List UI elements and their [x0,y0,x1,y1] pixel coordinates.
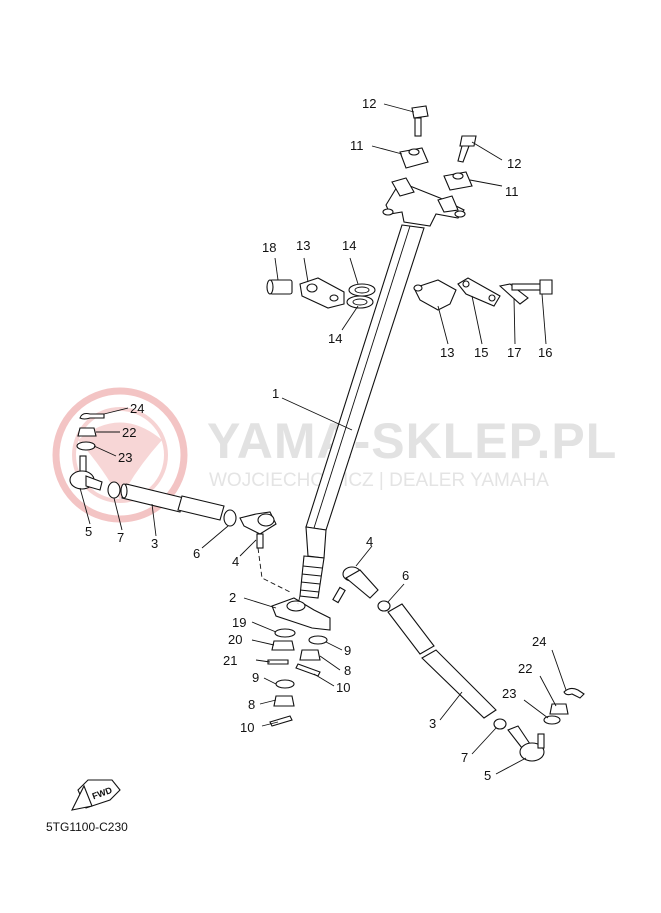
pitman-arm-2 [271,597,331,631]
callout-14-lower: 14 [328,331,342,346]
callout-9-left: 9 [252,670,259,685]
callout-19: 19 [232,615,246,630]
handlebar-bracket [382,177,466,227]
callout-14-upper: 14 [342,238,356,253]
tie-rod-3-right [387,603,497,719]
callout-4-left: 4 [232,554,239,569]
callout-4-right: 4 [366,534,373,549]
tie-rod-3-left [120,483,225,521]
callout-10-left: 10 [240,720,254,735]
diagram-code: 5TG1100-C230 [46,820,128,834]
nut-20 [271,640,295,651]
callout-16: 16 [538,345,552,360]
callout-2: 2 [229,590,236,605]
washer-9-lower [275,679,295,689]
callout-23-left: 23 [118,450,132,465]
seal-14-upper [348,283,376,297]
fwd-arrow-icon: FWD [71,779,121,811]
washer-19 [274,628,296,638]
callout-13-right: 13 [440,345,454,360]
callout-13-left: 13 [296,238,310,253]
washer-9-upper [308,635,328,645]
callout-20: 20 [228,632,242,647]
callout-6-left: 6 [193,546,200,561]
leader-lines [79,103,567,775]
callout-7-left: 7 [117,530,124,545]
plate-17 [498,283,529,305]
callout-8-left: 8 [248,697,255,712]
lock-nut-7-right [493,718,507,730]
tie-rod-end-5-right [507,725,545,762]
callout-labels: 12 11 12 11 18 13 14 14 13 15 17 16 1 24… [85,96,552,783]
callout-12-upper-right: 12 [507,156,521,171]
lock-nut-6-right [377,600,391,612]
handlebar-holder-right [443,171,473,191]
callout-5-left: 5 [85,524,92,539]
steering-column [299,224,425,599]
nut-8-lower [273,695,295,707]
callout-9-right: 9 [344,643,351,658]
seal-14-lower [346,295,374,309]
tie-rod-end-4-right [332,566,379,604]
cotter-pin-10-upper [295,663,321,677]
castle-nut-22-right [549,703,569,715]
bolt-left [411,105,429,137]
callout-11-upper-right: 11 [505,184,519,199]
cotter-pin-24-right [563,687,585,699]
handlebar-holder-left [399,147,429,169]
callout-24-right: 24 [532,634,546,649]
cotter-pin-10-lower [269,715,293,727]
assembly-line-column [297,595,301,605]
callout-10-right: 10 [336,680,350,695]
bushing-holder-left [299,277,345,309]
watermark-subtitle: WOJCIECHOWICZ | DEALER YAMAHA [209,470,549,491]
lock-plate-15 [457,277,501,307]
callout-12-upper-left: 12 [362,96,376,111]
callout-22-right: 22 [518,661,532,676]
assembly-line-left [257,547,291,593]
lock-nut-7-left [107,481,121,499]
watermark: YAMA-SKLEP.PL WOJCIECHOWICZ | DEALER YAM… [52,387,617,523]
callout-6-right: 6 [402,568,409,583]
collar-18 [266,279,293,295]
cotter-pin-24-left [79,412,105,420]
washer-23-left [76,441,96,451]
callout-23-right: 23 [502,686,516,701]
callout-17: 17 [507,345,521,360]
callout-21: 21 [223,653,237,668]
callout-18: 18 [262,240,276,255]
callout-3-left: 3 [151,536,158,551]
callout-8-right: 8 [344,663,351,678]
tie-rod-end-4-left [239,511,277,549]
watermark-title: YAMA-SKLEP.PL [207,413,617,469]
callout-15: 15 [474,345,488,360]
callout-1: 1 [272,386,279,401]
pin-21 [267,659,289,665]
tie-rod-end-5-left [69,455,103,491]
callout-11-upper-left: 11 [350,138,364,153]
callout-3-right: 3 [429,716,436,731]
bolt-16 [511,279,553,295]
bolt-right [457,135,477,163]
nut-8-upper [299,649,321,661]
callout-5-right: 5 [484,768,491,783]
lock-nut-6-left [223,509,237,527]
callout-24-left: 24 [130,401,144,416]
bushing-holder-right [413,279,457,311]
castle-nut-22-left [77,427,97,437]
callout-7-right: 7 [461,750,468,765]
callout-22-left: 22 [122,425,136,440]
watermark-logo-icon [52,387,188,523]
